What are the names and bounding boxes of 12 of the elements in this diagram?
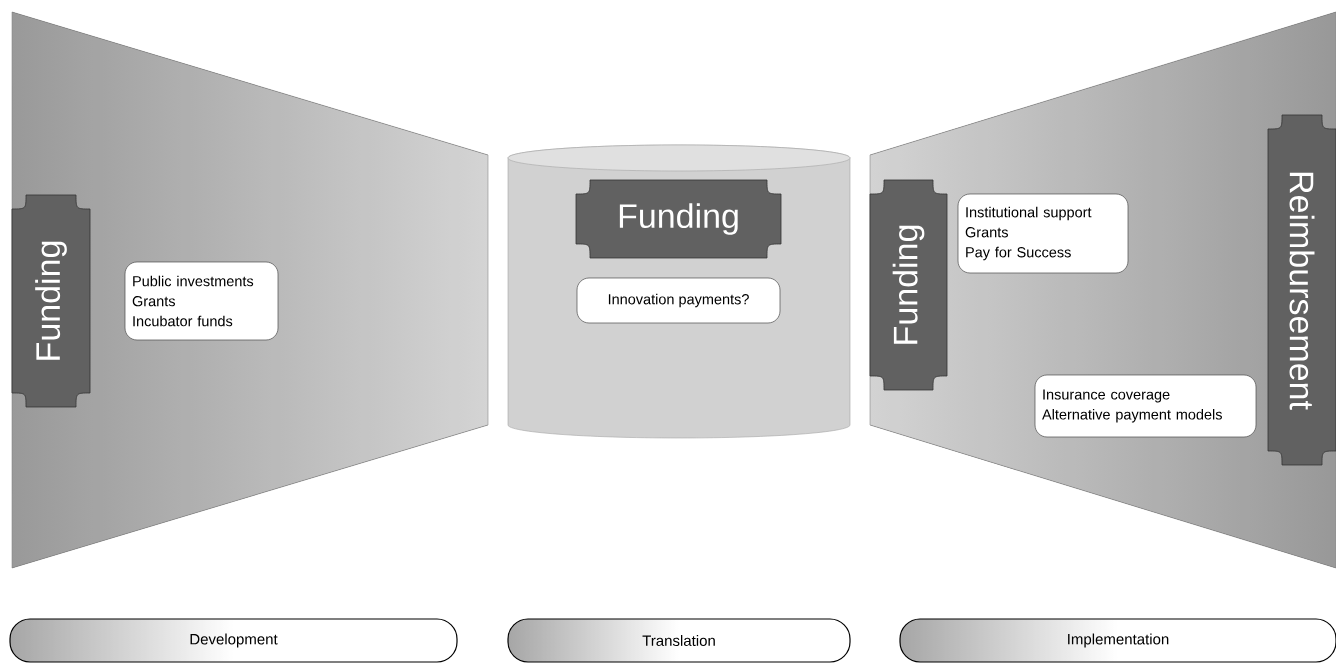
text-box: Public investments Grants Incubator funds (124, 261, 279, 341)
text-box: Institutional support Grants Pay for Success (957, 193, 1129, 274)
funding-plaque: Funding (11, 194, 91, 408)
phase-bar: Implementation (899, 618, 1336, 663)
text-box: Innovation payments? (576, 277, 781, 324)
text-box: Insurance coverage Alternative payment models (1034, 374, 1257, 438)
phase-bar: Translation (507, 618, 851, 663)
phase-bar: Development (9, 618, 458, 663)
funding-plaque: Funding (575, 179, 782, 259)
funding-plaque: Reimbursement (1267, 114, 1336, 466)
funding-plaque: Funding (869, 179, 948, 391)
funnel-panel (11, 11, 489, 569)
